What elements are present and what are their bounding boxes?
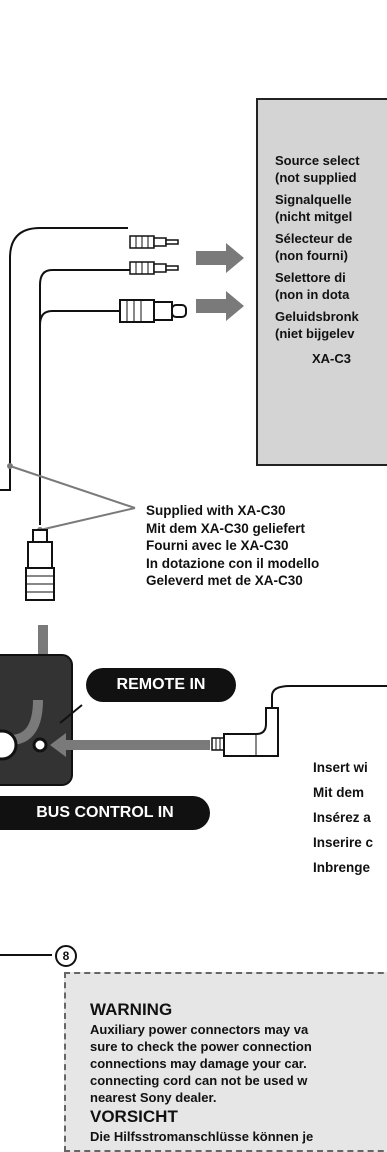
source-line-7: (non in dota xyxy=(275,287,350,302)
source-line-2: Signalquelle xyxy=(275,192,352,207)
source-line-6: Selettore di xyxy=(275,270,346,285)
remote-cable xyxy=(271,685,387,708)
insert-line-1: Mit dem xyxy=(313,785,365,800)
insert-line-3: Inserire c xyxy=(313,835,374,850)
warning-de-line-0: Die Hilfsstromanschlüsse können je xyxy=(90,1129,314,1144)
arrow-remote xyxy=(50,733,210,757)
supplied-line-4: Geleverd met de XA-C30 xyxy=(146,573,303,588)
arrow-2 xyxy=(196,291,244,321)
supplied-line-0: Supplied with XA-C30 xyxy=(146,503,286,518)
rca-cable-lower xyxy=(39,269,132,525)
warning-line-2: connections may damage your car. xyxy=(90,1056,307,1071)
supplied-line-3: In dotazione con il modello xyxy=(146,555,320,571)
supplied-with-text: Supplied with XA-C30 Mit dem XA-C30 geli… xyxy=(146,502,319,590)
warning-box xyxy=(64,972,387,1152)
source-line-4: Sélecteur de xyxy=(275,231,353,246)
source-selector-box xyxy=(256,98,387,466)
rca-plug-1 xyxy=(129,235,179,249)
remote-in-label: REMOTE IN xyxy=(86,668,236,702)
warning-line-3: connecting cord can not be used w xyxy=(90,1073,308,1088)
source-line-5: (non fourni) xyxy=(275,248,348,263)
bus-plug-top xyxy=(119,299,187,323)
remote-plug xyxy=(211,707,279,757)
source-line-8: Geluidsbronk xyxy=(275,309,359,324)
bus-control-jack xyxy=(0,729,18,761)
insert-line-0: Insert wi xyxy=(313,760,368,775)
source-line-0: Source select xyxy=(275,153,360,168)
left-cable xyxy=(0,227,128,491)
source-line-1: (not supplied xyxy=(275,170,357,185)
warning-line-0: Auxiliary power connectors may va xyxy=(90,1022,309,1037)
rca-plug-2 xyxy=(129,261,179,275)
warning-line-4: nearest Sony dealer. xyxy=(90,1090,217,1105)
warning-title: WARNING xyxy=(90,1000,173,1019)
supplied-line-2: Fourni avec le XA-C30 xyxy=(146,538,289,553)
source-line-3: (nicht mitgel xyxy=(275,209,353,224)
remote-in-jack xyxy=(32,737,48,753)
arrow-1 xyxy=(196,243,244,273)
insert-line-4: Inbrenge xyxy=(313,860,371,875)
source-model: XA-C3 xyxy=(312,351,352,366)
bus-cable-top xyxy=(39,310,120,326)
insert-line-2: Insérez a xyxy=(313,810,371,825)
source-line-9: (niet bijgelev xyxy=(275,326,355,341)
bus-control-in-label: BUS CONTROL IN xyxy=(0,796,210,830)
supplied-line-1: Mit dem XA-C30 geliefert xyxy=(146,520,306,536)
warning-line-1: sure to check the power connection xyxy=(90,1039,312,1054)
step-number: 8 xyxy=(55,945,77,967)
warning-title-de: VORSICHT xyxy=(90,1107,178,1126)
bus-connector xyxy=(25,529,55,601)
